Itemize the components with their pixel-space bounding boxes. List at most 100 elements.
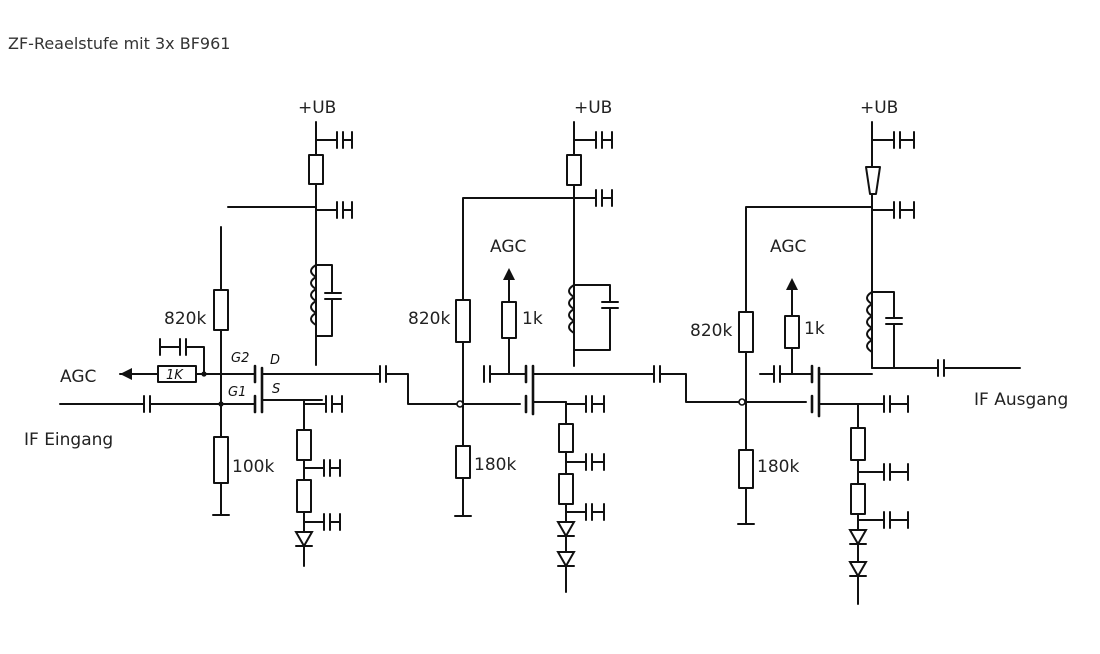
- input-label: IF Eingang: [24, 430, 113, 450]
- junction-2: [456, 400, 464, 408]
- agc-resistor-2: [501, 301, 517, 339]
- g2-bypass-capacitor-3: [759, 365, 793, 383]
- gate-resistor-top-1: [213, 289, 229, 331]
- mosfet-bf961-3: [810, 364, 821, 418]
- junction-3: [738, 398, 746, 406]
- supply-label-1: +UB: [298, 98, 336, 118]
- source-resistor-3a: [850, 427, 866, 461]
- diode-2a: [556, 521, 576, 539]
- diode-ground-3: [849, 575, 867, 605]
- drain-resistor-1: [308, 154, 324, 185]
- diode-3a: [848, 529, 868, 547]
- tank-capacitor-2: [573, 284, 619, 351]
- decoupling-capacitor-2a: [573, 131, 613, 149]
- gate-resistor-top-label-3: 820k: [690, 321, 732, 341]
- mosfet-leads-3: [818, 373, 873, 405]
- gate-resistor-top-3: [738, 311, 754, 353]
- mosfet-leads-2: [532, 373, 575, 403]
- decoupling-capacitor-1b: [315, 201, 353, 219]
- agc-label-1: AGC: [60, 367, 96, 387]
- diode-3b: [848, 561, 868, 579]
- diagram-title: ZF-Reaelstufe mit 3x BF961: [8, 34, 230, 53]
- decoupling-capacitor-3a: [871, 131, 915, 149]
- interstage-coupling-2: [573, 365, 807, 403]
- source-capacitor-2c: [565, 503, 605, 521]
- tank-capacitor-1: [315, 264, 342, 337]
- source-resistor-1b: [296, 479, 312, 513]
- supply-label-2: +UB: [574, 98, 612, 118]
- diode-ground-2: [557, 565, 575, 593]
- source-capacitor-3c: [857, 511, 909, 529]
- tank-coil-2: [568, 284, 575, 334]
- source-capacitor-2b: [565, 453, 605, 471]
- gate-resistor-bottom-label-1: 100k: [232, 457, 274, 477]
- pin-g1-label: G1: [228, 385, 246, 400]
- input-coupling-1: [59, 395, 256, 413]
- gate-resistor-bottom-2: [455, 445, 471, 479]
- gate-resistor-bottom-3: [738, 449, 754, 489]
- source-capacitor-3b: [857, 463, 909, 481]
- pin-g2-label: G2: [231, 351, 249, 366]
- mosfet-leads-1: [261, 373, 323, 401]
- junction-1b: [218, 401, 224, 407]
- tank-coil-1: [310, 264, 317, 326]
- agc-resistor-label-3: 1k: [804, 319, 825, 339]
- decoupling-capacitor-1a: [315, 131, 353, 149]
- gate-resistor-bottom-1: [213, 436, 229, 484]
- g2-bias-wire-3: [745, 206, 873, 313]
- drain-resistor-2: [566, 154, 582, 186]
- mosfet-bf961-2: [524, 364, 535, 416]
- source-resistor-2a: [558, 423, 574, 453]
- diode-2b: [556, 551, 576, 569]
- gate-resistor-top-label-1: 820k: [164, 309, 206, 329]
- g2-wire-2: [508, 337, 527, 375]
- source-capacitor-3a: [857, 395, 909, 413]
- decoupling-capacitor-2b: [573, 189, 613, 207]
- source-capacitor-2a: [565, 395, 605, 413]
- diode-1: [294, 531, 314, 549]
- g2-bypass-capacitor-1: [159, 338, 205, 375]
- supply-label-3: +UB: [860, 98, 898, 118]
- source-capacitor-1b: [303, 459, 341, 477]
- tank-capacitor-3: [871, 291, 903, 369]
- g2-bias-wire-2: [462, 197, 575, 301]
- stage-3: +UB AGC 1k 820k 180k: [690, 98, 1068, 605]
- agc-resistor-label-1: 1K: [166, 368, 184, 383]
- g2-bypass-capacitor-2: [483, 365, 510, 383]
- source-resistor-3b: [850, 483, 866, 515]
- ground-3: [737, 487, 755, 525]
- agc-label-3: AGC: [770, 237, 806, 257]
- mosfet-bf961-1: [253, 364, 264, 414]
- pin-d-label: D: [270, 353, 280, 368]
- source-capacitor-1a: [303, 395, 343, 413]
- source-resistor-1a: [296, 429, 312, 461]
- decoupling-capacitor-3b: [871, 201, 915, 219]
- output-label: IF Ausgang: [974, 390, 1068, 410]
- source-resistor-2b: [558, 473, 574, 505]
- agc-arrow-3: [786, 278, 798, 290]
- gate-resistor-top-2: [455, 299, 471, 343]
- ground-1a: [212, 482, 230, 516]
- diode-ground-1: [295, 545, 313, 567]
- agc-label-2: AGC: [490, 237, 526, 257]
- pin-s-label: S: [272, 382, 280, 397]
- stage-1: +UB 820k 100k AGC 1K G2 IF Eingang: [24, 98, 521, 567]
- agc-resistor-3: [784, 315, 800, 349]
- diode-wire-3: [849, 543, 867, 563]
- source-capacitor-1c: [303, 513, 341, 531]
- agc-arrow-2: [503, 268, 515, 280]
- stage-2: +UB AGC 1k 820k 180k: [408, 98, 807, 593]
- ground-2: [454, 477, 472, 517]
- tank-coil-3: [866, 291, 873, 353]
- gate-resistor-bottom-label-2: 180k: [474, 455, 516, 475]
- agc-resistor-label-2: 1k: [522, 309, 543, 329]
- g2-wire-3: [791, 347, 813, 375]
- gate-resistor-bottom-label-3: 180k: [757, 457, 799, 477]
- gate-resistor-top-label-2: 820k: [408, 309, 450, 329]
- agc-arrow-1: [120, 368, 132, 380]
- drain-resistor-3: [865, 166, 881, 195]
- interstage-coupling-1: [315, 365, 521, 405]
- output-coupling: [871, 359, 1021, 377]
